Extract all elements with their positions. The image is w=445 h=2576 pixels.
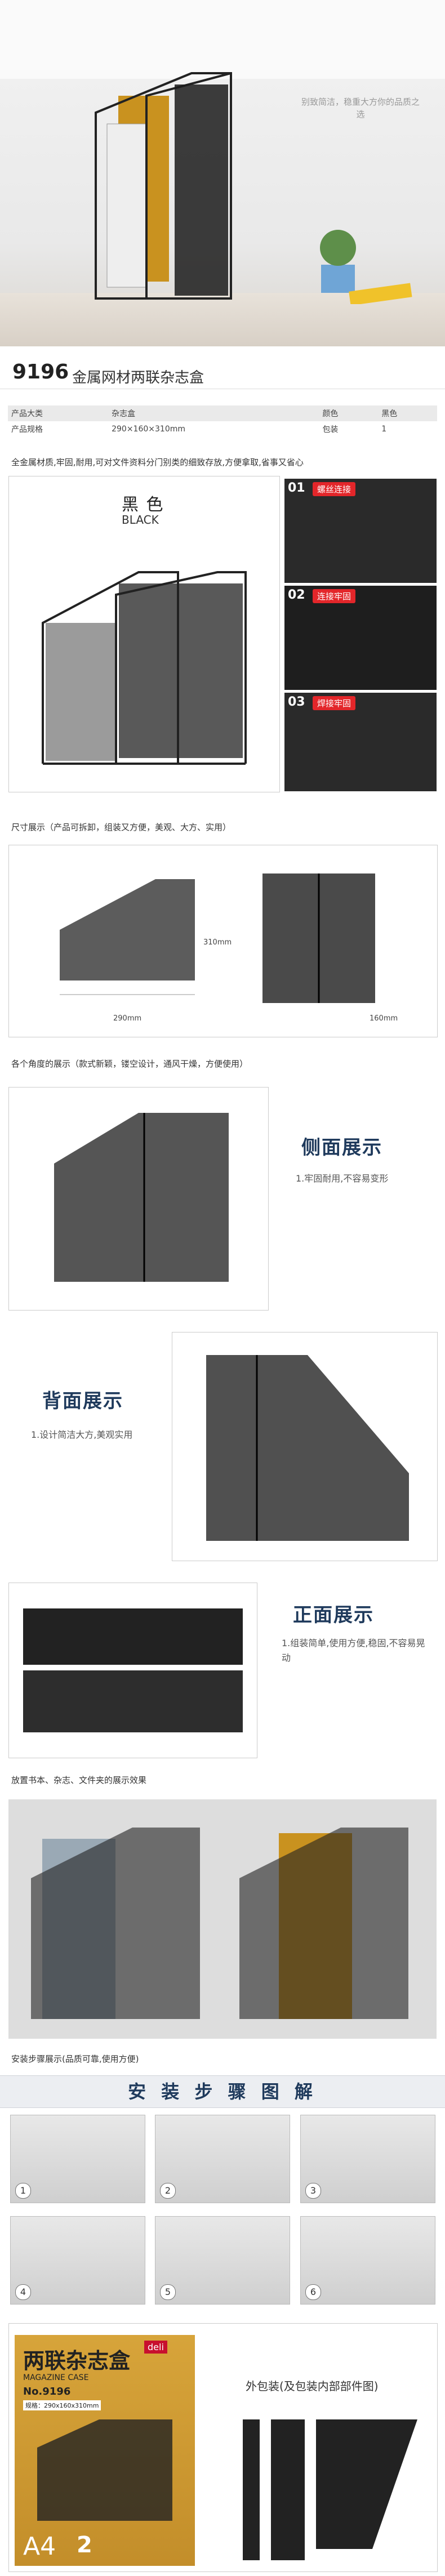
spec-table: 产品大类 杂志盒 颜色 黑色 产品规格 290×160×310mm 包装 1 [8,405,437,437]
hero-mesh-panel [175,84,228,296]
feature-3: 03 焊接牢固 [284,693,437,791]
size-panel: 310mm 290mm 160mm [8,845,438,1037]
package-en: MAGAZINE CASE [23,2373,89,2382]
step-number: 1 [15,2183,31,2199]
back-title: 背面展示 [42,1390,123,1412]
spec-value: 1 [381,425,387,434]
title-bar [0,355,445,389]
front-title: 正面展示 [293,1604,374,1626]
color-product-image [42,571,247,765]
hero-product-image [95,72,232,300]
usage-caption: 放置书本、杂志、文件夹的展示效果 [11,1775,147,1785]
feature-number: 02 [288,588,305,602]
install-step-6: 6 [300,2216,435,2305]
spec-value: 290×160×310mm [112,425,186,434]
feature-number: 03 [288,695,305,709]
feature-label: 螺丝连接 [313,482,356,496]
step-number: 2 [160,2183,176,2199]
step-number: 5 [160,2284,176,2300]
usage-left-image [31,1828,200,2019]
hero-slogan: 别致简洁，稳重大方你的品质之选 [301,97,420,119]
width-dim: 290mm [113,1014,142,1023]
table-row: 产品规格 290×160×310mm 包装 1 [8,421,437,437]
package-count: 2 [77,2532,92,2558]
install-step-1: 1 [10,2115,145,2203]
install-step-4: 4 [10,2216,145,2305]
hero-notebook [106,123,147,288]
feature-number: 01 [288,481,305,495]
side-title: 侧面展示 [301,1137,382,1159]
color-panel: 黑 色 BLACK [8,476,280,792]
intro-text: 全金属材质,牢固,耐用,可对文件资料分门别类的细致存放,方便拿取,省事又省心 [11,457,304,467]
spec-label: 产品大类 [11,409,43,418]
size-side-image [60,879,195,995]
spec-label: 颜色 [322,409,339,418]
hero-wall [0,0,445,79]
install-step-2: 2 [155,2115,290,2203]
spec-label: 产品规格 [11,425,43,434]
back-desc: 1.设计简洁大方,美观实用 [31,1429,133,1440]
table-row: 产品大类 杂志盒 颜色 黑色 [8,405,437,421]
front-desc: 1.组装简单,使用方便,稳固,不容易晃动 [282,1638,425,1663]
usage-right-image [239,1828,408,2019]
package-caption: 外包装(及包装内部部件图) [246,2379,379,2393]
package-product-image [37,2419,172,2521]
install-step-5: 5 [155,2216,290,2305]
side-product-image [54,1113,229,1282]
front-image-panel [8,1583,257,1758]
spec-label: 包装 [322,425,339,434]
size-front-image [262,873,375,1003]
spec-value: 黑色 [381,409,398,418]
step-number: 4 [15,2284,31,2300]
height-dim: 310mm [203,938,232,947]
front-product-image [23,1608,243,1732]
size-caption: 尺寸展示（产品可拆卸，组装又方便，美观、大方、实用） [11,822,232,832]
step-number: 3 [305,2183,321,2199]
package-panel: deli 两联杂志盒 MAGAZINE CASE No.9196 规格：290x… [8,2323,438,2572]
usage-image [8,1799,437,2039]
depth-dim: 160mm [370,1014,398,1023]
feature-2: 02 连接牢固 [284,586,437,690]
spec-value: 杂志盒 [112,409,136,418]
hero-plant-image [320,230,412,304]
install-title: 安 装 步 骤 图 解 [0,2075,445,2108]
step-number: 6 [305,2284,321,2300]
package-box: deli 两联杂志盒 MAGAZINE CASE No.9196 规格：290x… [15,2335,195,2566]
side-image-panel [8,1087,269,1311]
feature-label: 焊接牢固 [313,696,356,710]
package-parts-image [243,2419,417,2560]
feature-1: 01 螺丝连接 [284,479,437,583]
brand-logo: deli [144,2341,167,2354]
color-en: BLACK [122,513,159,527]
color-cn: 黑 色 [122,495,164,515]
package-spec: 规格：290x160x310mm [23,2400,101,2410]
model-number: 9196 [12,360,69,384]
install-caption: 安装步骤展示(品质可靠,使用方便) [11,2054,139,2064]
angles-caption: 各个角度的展示（款式新颖，镂空设计，通风干燥，方便使用） [11,1059,248,1069]
feature-label: 连接牢固 [313,589,356,603]
side-desc: 1.牢固耐用,不容易变形 [296,1173,389,1184]
hero-banner: 别致简洁，稳重大方你的品质之选 [0,0,445,346]
package-size: A4 [23,2532,56,2561]
package-no: No.9196 [23,2386,71,2397]
back-product-image [206,1355,409,1541]
install-step-3: 3 [300,2115,435,2203]
back-image-panel [172,1332,438,1561]
product-name: 金属网材两联杂志盒 [72,369,204,386]
package-title: 两联杂志盒 [23,2348,131,2373]
